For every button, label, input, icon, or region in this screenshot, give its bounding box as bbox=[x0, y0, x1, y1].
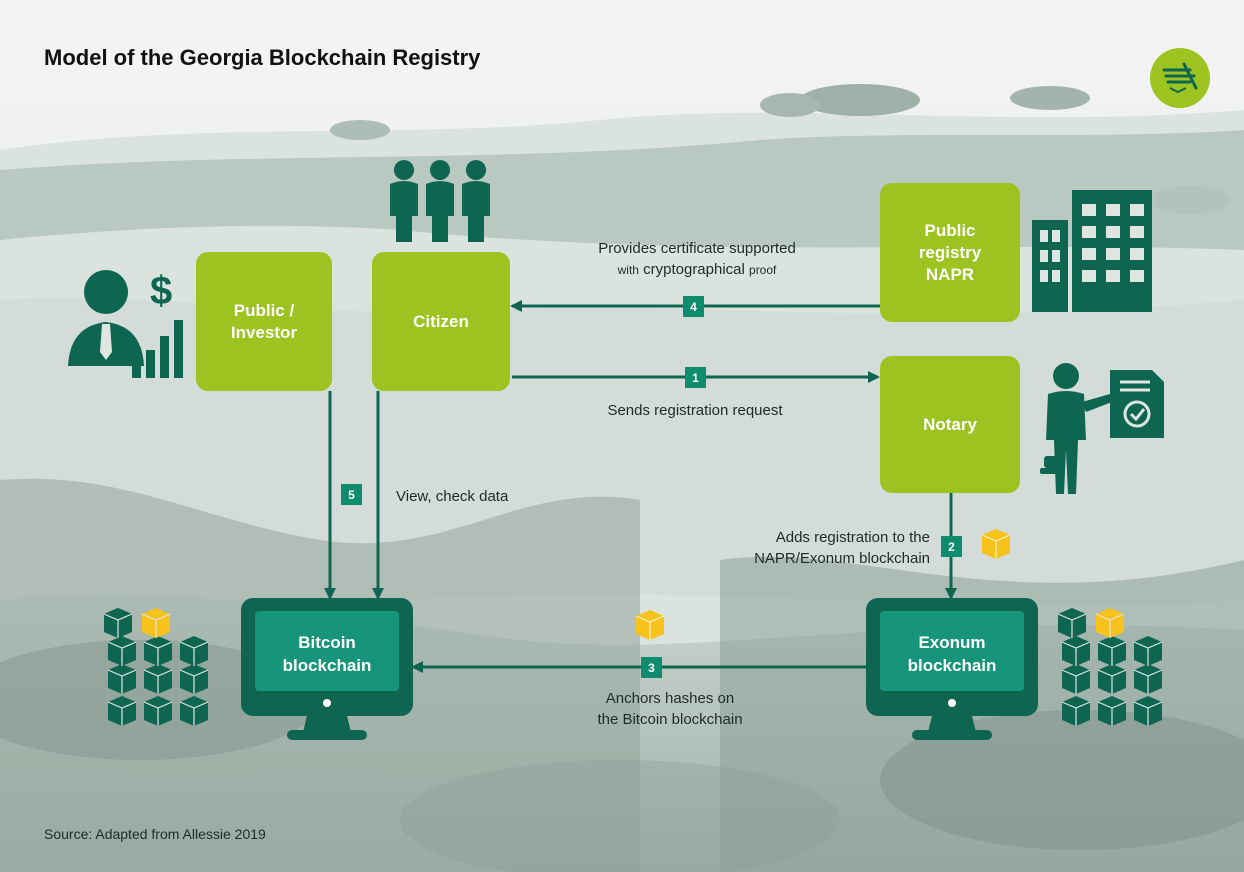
edge-4-main: cryptographical bbox=[643, 261, 745, 278]
edge-3-line-2: the Bitcoin blockchain bbox=[597, 711, 743, 728]
edge-5-label: View, check data bbox=[396, 488, 509, 505]
edge-4-line-1: Provides certificate supported bbox=[598, 240, 796, 257]
public-investor-label-2: Investor bbox=[230, 322, 298, 342]
diagram-title: Model of the Georgia Blockchain Registry bbox=[44, 45, 481, 70]
edge-1-label: Sends registration request bbox=[607, 402, 783, 419]
step-3-badge: 3 bbox=[641, 657, 662, 678]
yellow-block-icon-edge-2 bbox=[981, 529, 1011, 559]
bitcoin-label-2: blockchain bbox=[282, 656, 372, 675]
source-note: Source: Adapted from Allessie 2019 bbox=[44, 826, 266, 842]
edge-4-label: Provides certificate supported with cryp… bbox=[562, 238, 832, 281]
block-stack-icon-right bbox=[1057, 608, 1163, 726]
public-investor-label-1: Public / bbox=[233, 300, 295, 320]
step-4-badge: 4 bbox=[683, 296, 704, 317]
public-investor-box: Public /Investor bbox=[196, 252, 332, 391]
edge-3-label: Anchors hashes on the Bitcoin blockchain bbox=[540, 688, 800, 730]
yellow-block-icon-edge-3 bbox=[635, 610, 665, 640]
registry-label-2: registry bbox=[918, 242, 982, 262]
building-icon bbox=[1032, 190, 1152, 312]
notary-box: Notary bbox=[880, 356, 1020, 493]
edge-4-small-1: with bbox=[617, 263, 639, 277]
bitcoin-label-1: Bitcoin bbox=[298, 633, 356, 652]
edge-2-line-2: NAPR/Exonum blockchain bbox=[754, 550, 930, 567]
notary-icon bbox=[1040, 363, 1164, 494]
registry-label-1: Public bbox=[924, 220, 976, 240]
step-1-badge: 1 bbox=[685, 367, 706, 388]
exonum-label-2: blockchain bbox=[907, 656, 997, 675]
exonum-monitor-icon bbox=[866, 598, 1038, 740]
step-5-badge: 5 bbox=[341, 484, 362, 505]
bitcoin-monitor-icon bbox=[241, 598, 413, 740]
edge-4-small-2: proof bbox=[749, 263, 777, 277]
people-icon bbox=[390, 160, 490, 242]
edge-2-line-1: Adds registration to the bbox=[775, 529, 930, 546]
investor-icon: $ bbox=[68, 269, 183, 378]
edge-2-label: Adds registration to the NAPR/Exonum blo… bbox=[690, 527, 930, 569]
citizen-label: Citizen bbox=[413, 311, 469, 331]
block-stack-icon bbox=[103, 608, 209, 726]
bitcoin-label: Bitcoin blockchain bbox=[255, 631, 399, 677]
logo-icon bbox=[1150, 48, 1210, 108]
registry-label-3: NAPR bbox=[925, 264, 975, 284]
exonum-label: Exonum blockchain bbox=[880, 631, 1024, 677]
notary-label: Notary bbox=[923, 414, 977, 434]
exonum-label-1: Exonum bbox=[918, 633, 986, 652]
citizen-box: Citizen bbox=[372, 252, 510, 391]
step-2-badge: 2 bbox=[941, 536, 962, 557]
svg-text:$: $ bbox=[150, 269, 172, 313]
edge-3-line-1: Anchors hashes on bbox=[605, 690, 735, 707]
